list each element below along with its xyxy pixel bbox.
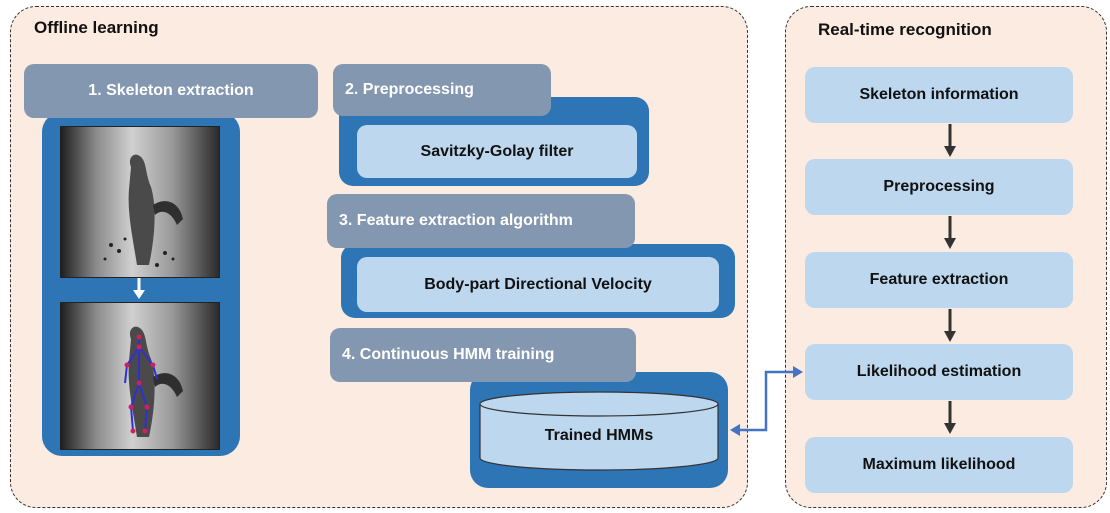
step-4-tab: 4. Continuous HMM training: [330, 328, 636, 382]
skeleton-overlay: [124, 326, 183, 437]
rt-likelihood-estimation-box: Likelihood estimation: [805, 344, 1073, 400]
trained-hmms-label: Trained HMMs: [544, 427, 654, 444]
rt-maximum-likelihood-box: Maximum likelihood: [805, 437, 1073, 493]
step-2-tab: 2. Preprocessing: [333, 64, 551, 116]
savitzky-golay-filter-box: Savitzky-Golay filter: [357, 125, 637, 178]
step-3-tab: 3. Feature extraction algorithm: [327, 194, 635, 248]
depth-image-skeleton: [60, 302, 220, 450]
depth-image-raw: [60, 126, 220, 278]
realtime-recognition-title: Real-time recognition: [818, 20, 992, 39]
depth-silhouette-raw: [103, 154, 183, 267]
offline-learning-title: Offline learning: [34, 18, 159, 37]
rt-preprocessing-box: Preprocessing: [805, 159, 1073, 215]
rt-skeleton-information-box: Skeleton information: [805, 67, 1073, 123]
rt-feature-extraction-box: Feature extraction: [805, 252, 1073, 308]
body-part-directional-velocity-box: Body-part Directional Velocity: [357, 257, 719, 312]
step-1-tab: 1. Skeleton extraction: [24, 64, 318, 118]
